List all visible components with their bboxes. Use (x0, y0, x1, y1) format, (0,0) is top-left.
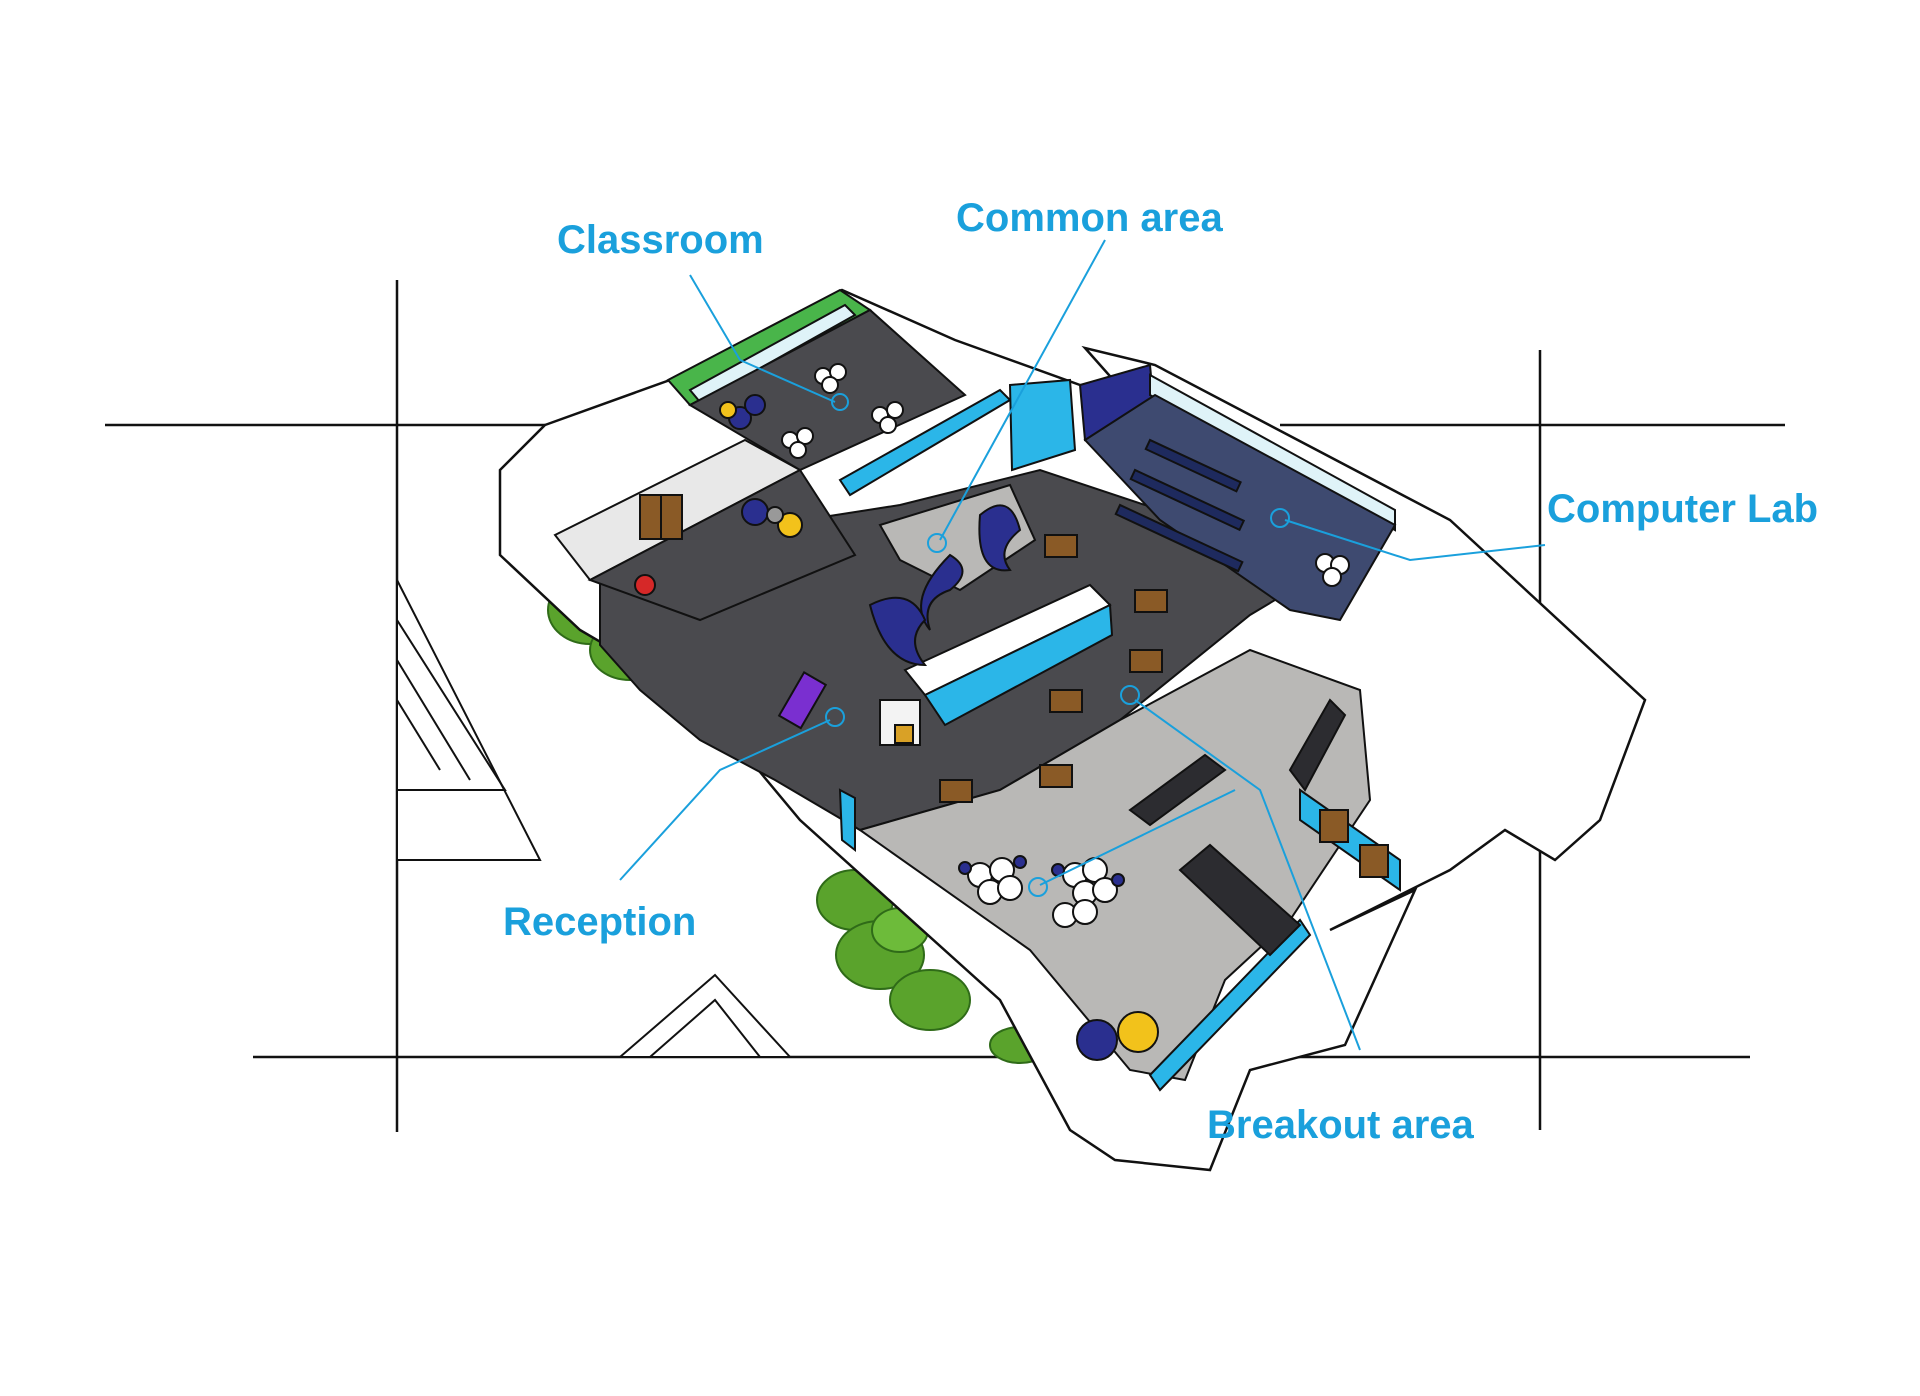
blue-beanbag (1076, 1019, 1118, 1061)
label-classroom: Classroom (557, 218, 764, 262)
label-reception: Reception (503, 900, 697, 944)
yellow-beanbag (1117, 1011, 1159, 1053)
label-common-area: Common area (956, 196, 1223, 240)
purple-sofa (777, 670, 828, 730)
label-computer-lab: Computer Lab (1547, 487, 1819, 531)
breakout-tables (958, 855, 1125, 928)
label-breakout-area: Breakout area (1207, 1103, 1474, 1147)
reception-desk (879, 583, 1114, 746)
classroom-room (666, 288, 967, 472)
leader-lines (619, 239, 1546, 1051)
accent-walls (838, 378, 1401, 1092)
computer-lab-room (1078, 363, 1397, 622)
cafe-tables (939, 534, 1168, 803)
doors-right (1319, 809, 1389, 878)
bookshelves (1128, 698, 1347, 957)
site-context-outlines (396, 579, 793, 1058)
lounge-seating (868, 504, 1022, 667)
